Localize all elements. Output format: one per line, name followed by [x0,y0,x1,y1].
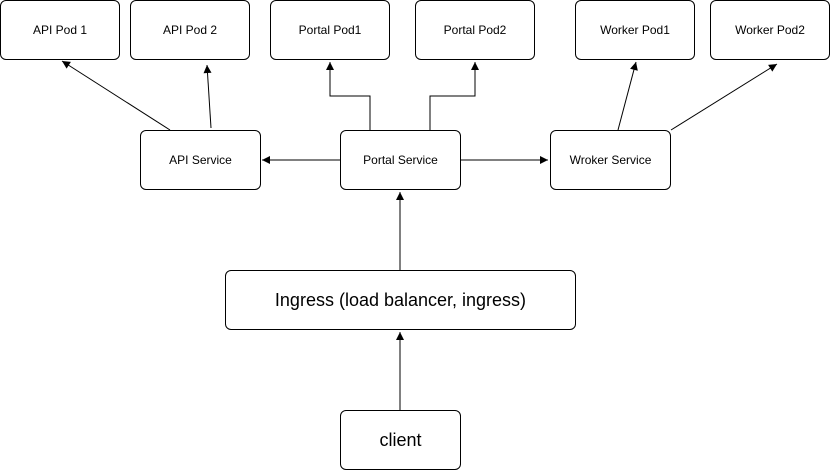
api-pod-1-node: API Pod 1 [0,0,120,60]
worker-service-label: Wroker Service [569,153,652,167]
edge-worker-service-to-worker-pod-1 [617,61,638,131]
worker-pod-2-node: Worker Pod2 [710,0,830,60]
api-pod-2-node: API Pod 2 [130,0,250,60]
ingress-node: Ingress (load balancer, ingress) [225,270,576,330]
client-node: client [340,410,461,470]
portal-service-node: Portal Service [340,130,461,190]
worker-pod-1-node: Worker Pod1 [575,0,695,60]
portal-service-label: Portal Service [363,153,438,167]
edge-worker-service-to-worker-pod-2 [670,63,778,131]
worker-pod-2-label: Worker Pod2 [735,23,805,37]
edge-api-service-to-api-pod-2 [203,64,212,129]
api-pod-2-label: API Pod 2 [162,23,218,37]
edge-portal-service-to-portal-pod-2 [429,62,479,130]
api-pod-1-label: API Pod 1 [32,23,88,37]
edge-portal-service-to-portal-pod-1 [326,62,371,130]
portal-pod-2-node: Portal Pod2 [415,0,535,60]
worker-service-node: Wroker Service [550,130,671,190]
api-service-label: API Service [169,153,232,167]
portal-pod-1-node: Portal Pod1 [270,0,390,60]
worker-pod-1-label: Worker Pod1 [600,23,670,37]
ingress-label: Ingress (load balancer, ingress) [274,289,527,310]
edge-api-service-to-api-pod-1 [61,60,171,131]
client-label: client [379,429,422,450]
portal-pod-1-label: Portal Pod1 [298,23,362,37]
api-service-node: API Service [140,130,261,190]
portal-pod-2-label: Portal Pod2 [443,23,507,37]
